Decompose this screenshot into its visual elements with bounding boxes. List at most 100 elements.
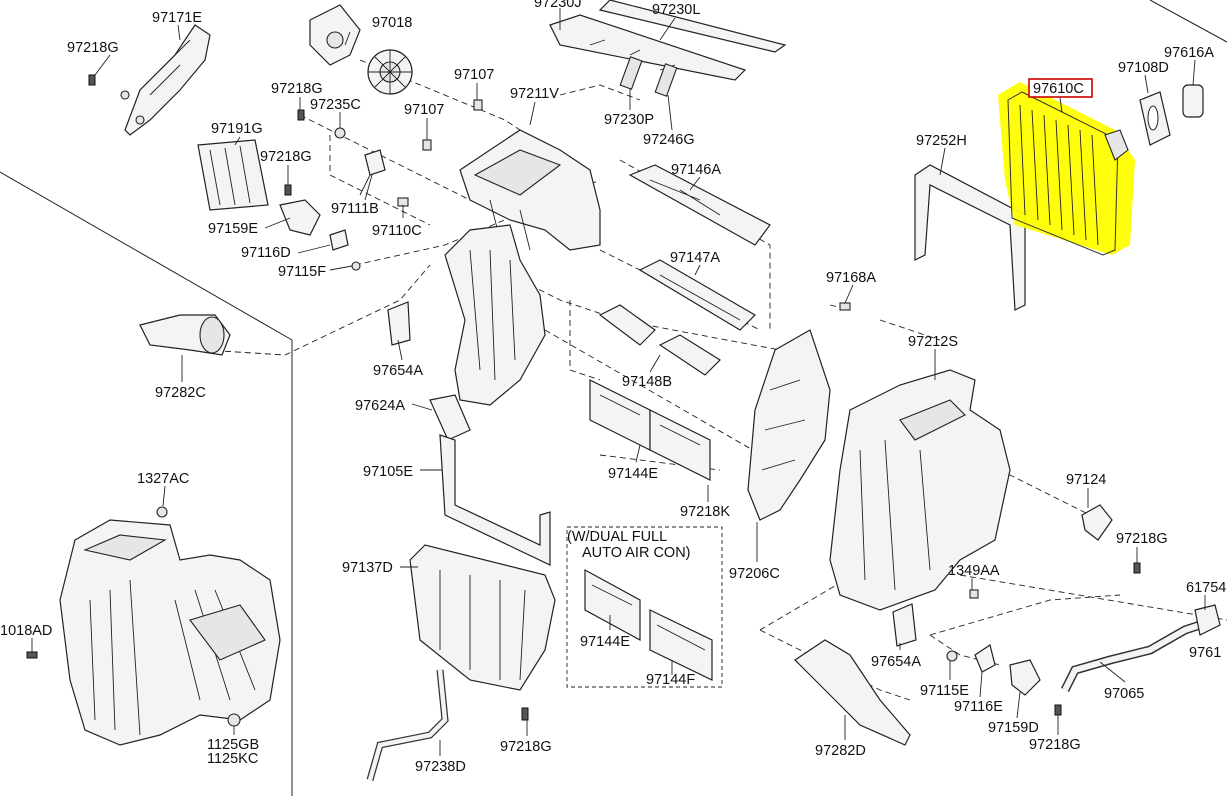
bolt-97107-a xyxy=(473,99,483,111)
highlight-97610C xyxy=(998,82,1135,256)
part-97168A xyxy=(839,302,851,311)
label-97218G-bottom-center: 97218G xyxy=(500,739,552,755)
part-97116E xyxy=(974,644,996,673)
label-9761x: 9761 xyxy=(1189,645,1221,661)
label-97218G-right: 97218G xyxy=(1116,531,1168,547)
label-97282D: 97282D xyxy=(815,743,866,759)
label-97115E: 97115E xyxy=(920,683,969,699)
screw-1018AD xyxy=(26,651,38,659)
part-97147A xyxy=(638,259,756,331)
part-97159D xyxy=(1009,659,1041,696)
label-97282C: 97282C xyxy=(155,385,206,401)
label-dual-line2: AUTO AIR CON) xyxy=(582,545,691,561)
part-97238D xyxy=(366,669,449,781)
part-97654A-left xyxy=(387,301,411,346)
part-97159E xyxy=(279,199,321,236)
part-61754 xyxy=(1194,604,1221,636)
part-97065 xyxy=(1060,620,1202,693)
label-97246G: 97246G xyxy=(643,132,695,148)
leader-lines xyxy=(31,8,1206,756)
label-97171E: 97171E xyxy=(152,10,202,26)
part-97115F xyxy=(351,261,361,271)
label-97616A: 97616A xyxy=(1164,45,1214,61)
screw-97218G-right xyxy=(1133,562,1141,574)
label-97624A: 97624A xyxy=(355,398,405,414)
part-97624A xyxy=(429,394,471,441)
part-housing-left-duct xyxy=(444,224,546,406)
label-97230P: 97230P xyxy=(604,112,654,128)
label-97159E: 97159E xyxy=(208,221,258,237)
label-97230J: 97230J xyxy=(534,0,582,11)
part-97252H xyxy=(914,164,1026,311)
label-1125KC: 1125KC xyxy=(207,751,258,767)
part-97206C xyxy=(747,329,831,521)
label-97654A-left: 97654A xyxy=(373,363,423,379)
label-dual-line1: (W/DUAL FULL xyxy=(567,529,667,545)
label-97147A: 97147A xyxy=(670,250,720,266)
label-97212S: 97212S xyxy=(908,334,958,350)
part-97144F xyxy=(649,609,713,681)
part-97282D xyxy=(794,639,911,746)
label-97110C: 97110C xyxy=(372,223,422,239)
part-97246G xyxy=(654,63,678,97)
label-97137D: 97137D xyxy=(342,560,393,576)
label-1125GB: 1125GB xyxy=(207,737,259,753)
part-97171E xyxy=(120,24,211,136)
label-97159D: 97159D xyxy=(988,720,1039,736)
label-97238D: 97238D xyxy=(415,759,466,775)
label-97115F: 97115F xyxy=(278,264,326,280)
part-97108D xyxy=(1139,91,1171,146)
label-97218G-97235C: 97218G xyxy=(271,81,323,97)
part-97212S xyxy=(829,369,1011,611)
part-97105E xyxy=(439,434,551,566)
screw-97218G-bottom-right xyxy=(1054,704,1062,716)
assembly-guide-lines xyxy=(204,59,1227,701)
label-97211V: 97211V xyxy=(510,86,559,102)
label-97111B: 97111B xyxy=(331,201,379,217)
part-97146A xyxy=(628,164,771,246)
part-97230P xyxy=(619,56,643,90)
part-97110C xyxy=(397,197,409,207)
label-97218G-97191G: 97218G xyxy=(260,149,312,165)
label-97610C: 97610C xyxy=(1033,81,1084,97)
label-97018: 97018 xyxy=(372,15,412,31)
label-1349AA: 1349AA xyxy=(948,563,1000,579)
label-97235C: 97235C xyxy=(310,97,361,113)
label-97206C: 97206C xyxy=(729,566,780,582)
label-97146A: 97146A xyxy=(671,162,721,178)
label-97252H: 97252H xyxy=(916,133,967,149)
label-97191G: 97191G xyxy=(211,121,263,137)
part-97137D xyxy=(409,544,556,691)
callout-box-97610C xyxy=(1028,78,1093,98)
label-97124: 97124 xyxy=(1066,472,1106,488)
part-97654A-right xyxy=(892,603,917,647)
assembled-hvac-unit xyxy=(59,519,281,746)
part-97282C xyxy=(139,314,231,356)
label-97230L: 97230L xyxy=(652,2,700,18)
part-labels: 97171E 97018 97230J 97230L 97616A 97218G… xyxy=(0,0,1226,775)
part-97616A xyxy=(1182,84,1204,118)
label-97168A: 97168A xyxy=(826,270,876,286)
label-97105E: 97105E xyxy=(363,464,413,480)
part-97116D xyxy=(329,229,349,251)
part-1327AC xyxy=(156,506,168,518)
label-1327AC: 1327AC xyxy=(137,471,189,487)
label-97108D: 97108D xyxy=(1118,60,1169,76)
screw-97218G-bottom-center xyxy=(521,707,529,721)
label-97148B: 97148B xyxy=(622,374,672,390)
part-97111B xyxy=(364,149,386,201)
part-1349AA xyxy=(969,589,979,599)
part-97115E xyxy=(946,650,958,662)
label-97144F: 97144F xyxy=(646,672,695,688)
label-1018AD: 1018AD xyxy=(0,623,52,639)
label-97107-a: 97107 xyxy=(454,67,494,83)
label-97144E-dual: 97144E xyxy=(580,634,630,650)
part-97144E-main xyxy=(589,379,711,481)
label-97107-b: 97107 xyxy=(404,102,444,118)
label-97116E: 97116E xyxy=(954,699,1003,715)
label-97218G-top-left: 97218G xyxy=(67,40,119,56)
screw-97218G-97191G xyxy=(284,184,292,196)
part-97144E-dual xyxy=(584,568,641,642)
